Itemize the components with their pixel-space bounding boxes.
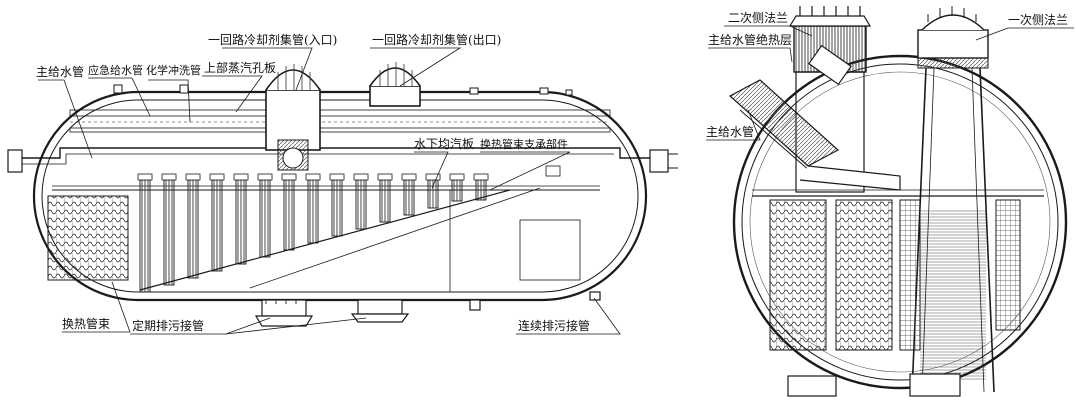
tube-support-cap <box>377 173 393 181</box>
tube-support-column <box>331 179 343 237</box>
tube-support-column <box>307 179 319 244</box>
tube-support-column <box>235 179 247 265</box>
label-outlet-header: 一回路冷却剂集管(出口) <box>372 32 501 47</box>
cross-bundle-right <box>899 199 921 351</box>
inlet-header <box>265 64 321 171</box>
tube-support-column <box>211 179 223 272</box>
tube-support-cap <box>185 173 201 181</box>
label-feed-insulation: 主给水管绝热层 <box>708 32 792 47</box>
outlet-header <box>369 62 421 107</box>
inclined-feed-pipe <box>728 44 901 191</box>
label-tube-support: 换热管束支承部件 <box>480 137 568 151</box>
tube-support-column <box>259 179 271 258</box>
tube-support-column <box>139 179 151 293</box>
tube-support-cap <box>137 173 153 181</box>
label-primary-flange: 一次侧法兰 <box>1008 13 1068 27</box>
tube-support-cap <box>329 173 345 181</box>
tube-support-cap <box>209 173 225 181</box>
tube-support-column <box>283 179 295 251</box>
label-emergency-feed-pipe: 应急给水管 <box>88 63 143 77</box>
tube-support-cap <box>281 173 297 181</box>
shell-inner <box>41 99 639 293</box>
label-chemical-wash-pipe: 化学冲洗管 <box>146 63 201 77</box>
label-underwater-plate: 水下均汽板 <box>414 136 474 151</box>
tube-support-cap <box>425 173 441 181</box>
tube-support-cap <box>257 173 273 181</box>
tube-support-cap <box>353 173 369 181</box>
tube-support-column <box>163 179 175 286</box>
tube-bundle-left <box>47 195 129 281</box>
label-main-feed-pipe: 主给水管 <box>36 64 84 79</box>
tube-support-cap <box>161 173 177 181</box>
tube-support-cap <box>233 173 249 181</box>
label-secondary-flange: 二次侧法兰 <box>728 11 788 25</box>
tube-support-column <box>403 179 415 216</box>
tube-support-cap <box>473 173 489 181</box>
tube-support-cap <box>449 173 465 181</box>
tube-support-cap <box>401 173 417 181</box>
label-inlet-header: 一回路冷却剂集管(入口) <box>208 32 337 47</box>
label-continuous-blowdown: 连续排污接管 <box>518 318 590 333</box>
label-cross-main-feed-pipe: 主给水管 <box>706 124 754 139</box>
label-periodic-blowdown: 定期排污接管 <box>132 318 204 333</box>
tube-support-column <box>187 179 199 279</box>
tube-support-columns <box>137 173 489 293</box>
tube-support-column <box>355 179 367 230</box>
tube-support-column <box>427 179 439 209</box>
tube-support-column <box>451 179 463 202</box>
label-upper-steam-plate: 上部蒸汽孔板 <box>204 60 276 75</box>
horizontal-steam-generator: 一回路冷却剂集管(入口) 一回路冷却剂集管(出口) 主给水管 应急给水管 化学冲… <box>7 32 678 335</box>
cross-bundle-mid <box>835 199 893 351</box>
cross-section-view: 二次侧法兰 一次侧法兰 主给水管绝热层 主给水管 <box>706 6 1074 397</box>
label-tube-bundle: 换热管束 <box>62 316 110 331</box>
primary-flange-tower <box>911 6 995 393</box>
tube-support-column <box>379 179 391 223</box>
cross-bundle-left <box>769 199 827 351</box>
tube-support-cap <box>305 173 321 181</box>
